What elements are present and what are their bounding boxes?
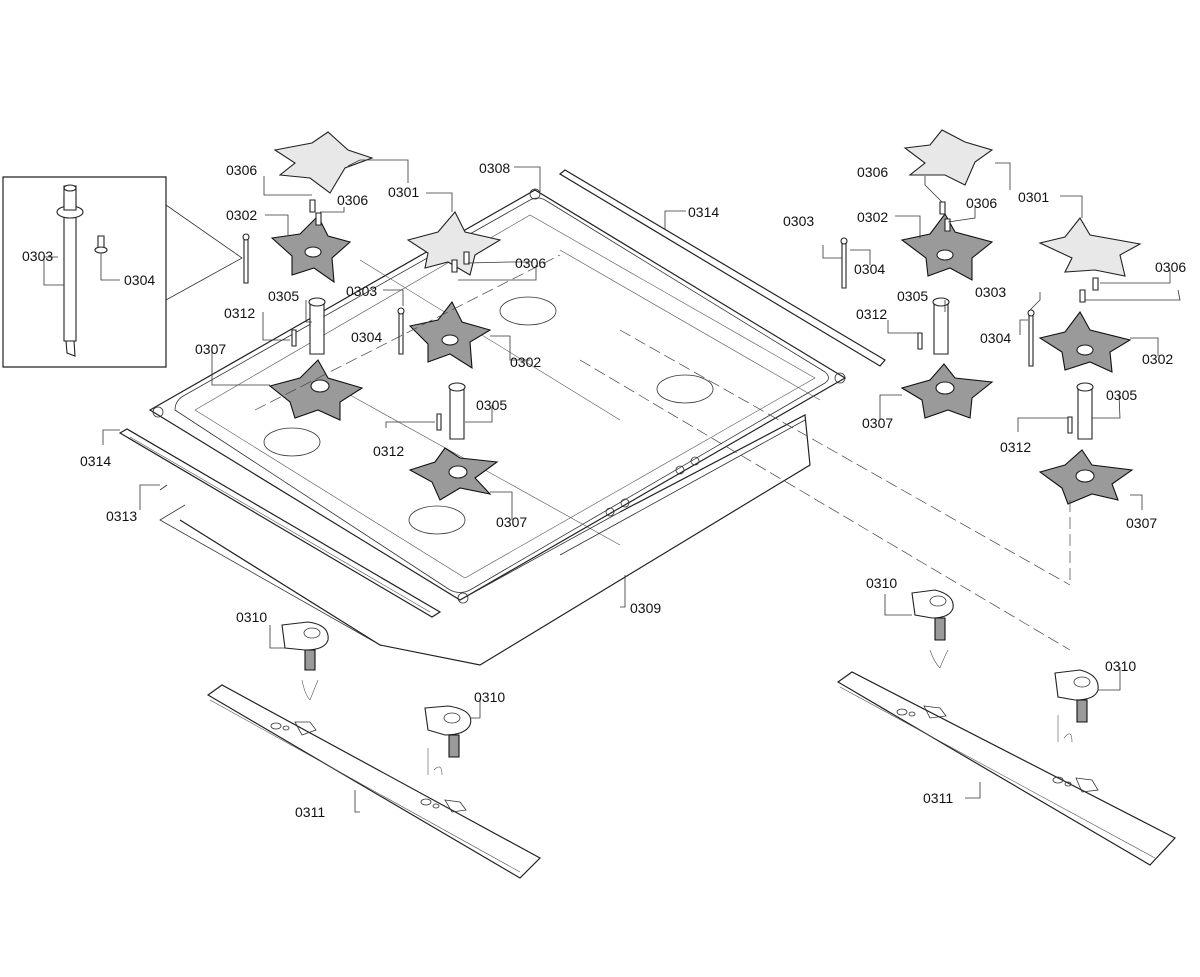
hob-frame [180,415,810,665]
label-burner-head: 0302 [1142,351,1174,367]
burner-head [902,214,992,280]
label-electrode-inset: 0303 [22,248,54,264]
gas-valve [425,706,471,775]
label-fix-screw: 0312 [224,305,256,321]
burner-cap [1040,218,1140,276]
label-burner-base: 0307 [862,415,894,431]
leader-lines [103,160,1180,812]
burner-head [1040,312,1130,372]
label-electrode-screw: 0304 [351,329,383,345]
rear-trim-strip [560,170,885,366]
label-fix-screw: 0312 [1000,439,1032,455]
label-tube: 0305 [268,288,300,304]
label-fix-screw: 0312 [856,306,888,322]
label-screw: 0306 [515,255,547,271]
assembly-lines [255,255,1070,650]
burner-head [410,302,490,368]
label-electrode-screw: 0304 [854,261,886,277]
screw-detail [95,236,107,253]
label-rear-trim: 0314 [688,204,720,220]
burner-head [272,216,350,282]
label-hob-screw: 0308 [479,160,511,176]
label-front-trim: 0314 [80,453,112,469]
label-screw: 0306 [966,195,998,211]
gas-valve [1055,670,1098,742]
label-screw: 0306 [857,164,889,180]
hob-plate [150,189,845,603]
screw [292,200,469,430]
label-rail: 0311 [295,804,326,820]
label-burner-base: 0307 [195,341,227,357]
gas-valve [912,590,953,668]
burner-cap [275,132,372,193]
label-hob-frame: 0309 [630,600,662,616]
front-trim-strip [120,429,440,617]
label-electrode-screw: 0304 [980,330,1012,346]
burner-cap [905,130,992,185]
screw [918,202,1098,433]
label-screw: 0306 [337,192,369,208]
label-rail: 0311 [923,790,954,806]
gas-valve [282,622,328,700]
label-screw: 0306 [1155,259,1187,275]
electrode [243,234,404,354]
burner-base [1040,450,1132,504]
label-gas-valve: 0310 [866,575,898,591]
front-seal [160,485,380,645]
burner-base [410,448,497,500]
burner-cap [408,212,500,275]
electrode-detail [57,185,83,356]
label-tube: 0305 [476,397,508,413]
label-gas-valve: 0310 [236,609,268,625]
rail [208,685,540,878]
burner-base [270,360,362,420]
label-burner-head: 0302 [226,207,258,223]
label-fix-screw: 0312 [373,443,405,459]
label-electrode: 0303 [783,213,815,229]
electrode [841,238,1034,366]
label-burner-head: 0302 [857,209,889,225]
label-burner-cap: 0301 [388,184,420,200]
label-gas-valve: 0310 [1105,658,1137,674]
tube [309,298,465,439]
rail [838,672,1175,865]
label-electrode: 0303 [346,283,378,299]
label-burner-base: 0307 [496,514,528,530]
burner-base [902,364,992,418]
label-tube: 0305 [897,288,929,304]
label-screw: 0306 [226,162,258,178]
label-tube: 0305 [1106,387,1138,403]
burner-seat [264,297,713,534]
label-front-seal: 0313 [106,508,138,524]
label-burner-head: 0302 [510,354,542,370]
label-gas-valve: 0310 [474,689,506,705]
tube [933,298,1093,439]
label-screw-inset: 0304 [124,272,156,288]
label-burner-cap: 0301 [1018,189,1050,205]
label-electrode: 0303 [975,284,1007,300]
label-burner-base: 0307 [1126,515,1158,531]
inset-detail-box [3,177,242,367]
